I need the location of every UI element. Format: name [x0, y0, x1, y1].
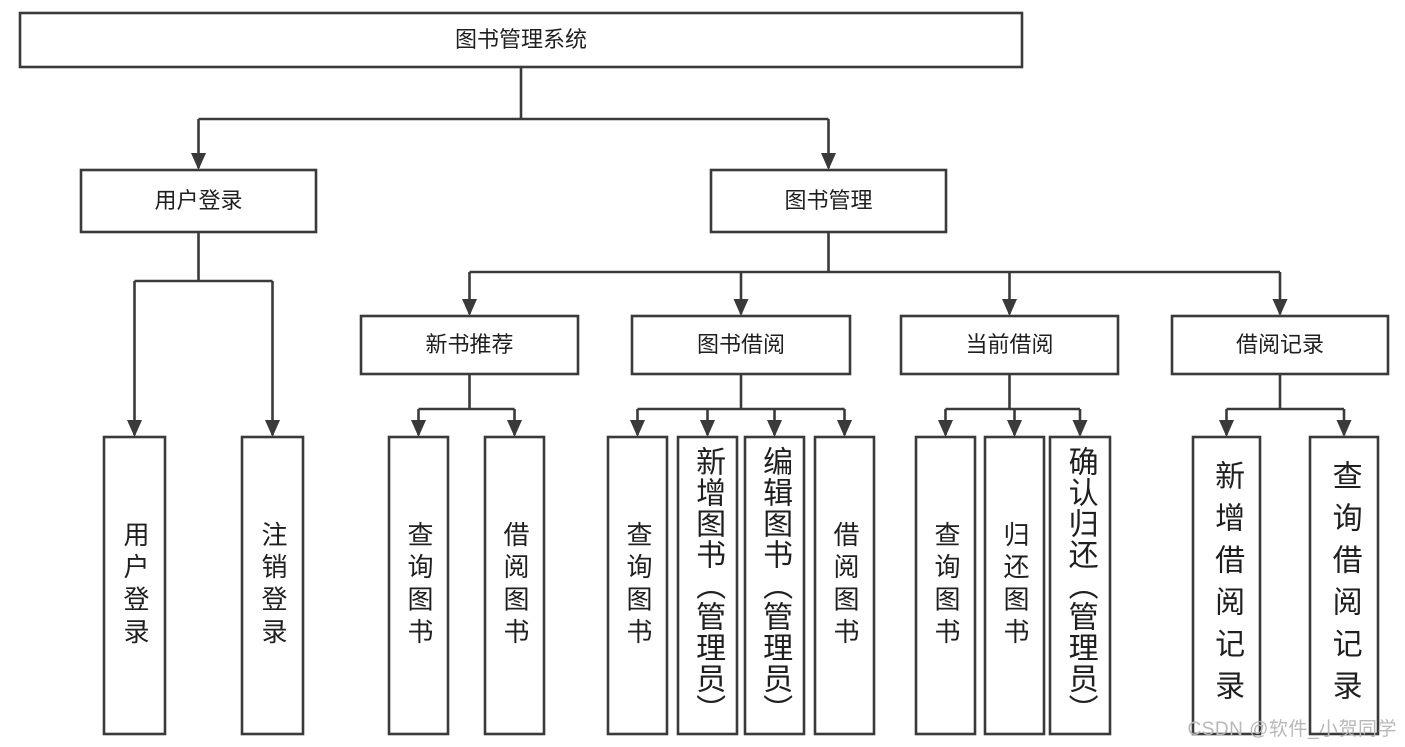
node-图书管理系统[interactable]	[18, 11, 1024, 69]
node-当前借阅-l3-2[interactable]	[899, 314, 1120, 376]
arrow-head-icon	[1272, 299, 1288, 316]
node-借阅图书-leaf-3[interactable]	[483, 435, 546, 736]
arrow-head-icon	[837, 420, 852, 437]
node-label-l3-2: 当前借阅	[965, 332, 1053, 357]
csdn-watermark: CSDN @软件_小贺同学	[1187, 719, 1397, 740]
arrow-head-icon	[1072, 420, 1088, 437]
node-label-root: 图书管理系统	[455, 27, 587, 52]
arrow-head-icon	[733, 299, 749, 316]
node-查询图书-leaf-4[interactable]	[606, 435, 669, 736]
node-新增图书管理员-leaf-5[interactable]	[676, 435, 739, 736]
arrow-head-icon	[1007, 420, 1022, 437]
node-注销登录-leaf-1[interactable]	[240, 435, 305, 736]
node-查询图书-leaf-2[interactable]	[387, 435, 450, 736]
node-图书借阅-l3-1[interactable]	[630, 314, 852, 376]
arrow-head-icon	[191, 153, 206, 170]
node-确认归还管理员-leaf-10[interactable]	[1048, 435, 1112, 736]
arrow-head-icon	[507, 420, 522, 437]
arrow-head-icon	[265, 420, 280, 437]
node-label-l3-1: 图书借阅	[697, 332, 785, 357]
node-图书管理-l2-1[interactable]	[709, 168, 948, 234]
node-用户登录-leaf-0[interactable]	[102, 435, 167, 736]
arrow-head-icon	[462, 299, 477, 316]
connector-lines	[127, 67, 1352, 437]
arrow-head-icon	[767, 420, 782, 437]
node-label-l2-0: 用户登录	[154, 188, 242, 213]
arrow-head-icon	[411, 420, 426, 437]
arrow-head-icon	[1336, 420, 1352, 437]
node-查询借阅记录-leaf-12[interactable]	[1308, 435, 1380, 736]
arrow-head-icon	[1219, 420, 1234, 437]
arrow-head-icon	[127, 420, 142, 437]
node-借阅图书-leaf-7[interactable]	[813, 435, 876, 736]
node-借阅记录-l3-3[interactable]	[1170, 314, 1390, 376]
node-归还图书-leaf-9[interactable]	[983, 435, 1046, 736]
node-查询图书-leaf-8[interactable]	[914, 435, 977, 736]
node-新书推荐-l3-0[interactable]	[359, 314, 580, 376]
arrow-head-icon	[821, 153, 836, 170]
node-label-l3-3: 借阅记录	[1236, 332, 1324, 357]
arrow-head-icon	[1002, 299, 1017, 316]
node-编辑图书管理员-leaf-6[interactable]	[743, 435, 806, 736]
arrow-head-icon	[938, 420, 953, 437]
arrow-head-icon	[700, 420, 715, 437]
node-label-l3-0: 新书推荐	[425, 332, 513, 357]
node-用户登录-l2-0[interactable]	[79, 168, 318, 234]
node-label-l2-1: 图书管理	[784, 188, 872, 213]
node-新增借阅记录-leaf-11[interactable]	[1191, 435, 1262, 736]
arrow-head-icon	[630, 420, 645, 437]
